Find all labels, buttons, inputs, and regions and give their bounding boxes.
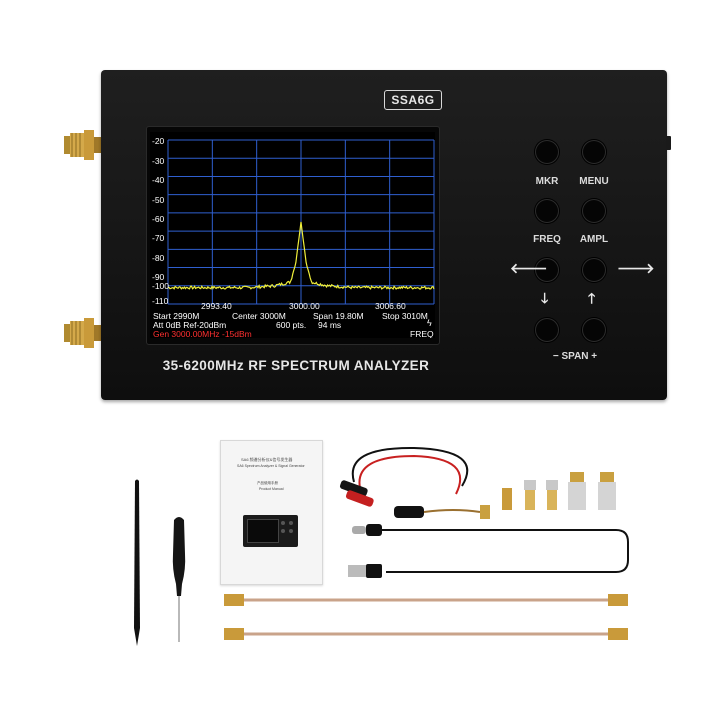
spectrum-plot — [167, 139, 435, 305]
sma-adapter-2 — [524, 480, 536, 510]
sma-adapter-4 — [568, 472, 586, 510]
span-minus-button[interactable] — [535, 318, 559, 342]
mkr-button[interactable] — [535, 140, 559, 164]
arrow-left-icon: 🡐 — [510, 260, 548, 276]
ampl-button[interactable] — [582, 199, 606, 223]
span-minus-label: − — [552, 351, 559, 362]
sma-connector-bottom — [64, 318, 102, 348]
freq-label: FREQ — [533, 234, 561, 245]
manual-subtitle-cn: 产品使用手册 — [257, 481, 278, 485]
generator-readout: Gen 3000.00MHz -15dBm — [153, 329, 252, 338]
menu-button[interactable] — [582, 140, 606, 164]
y-tick-label: -40 — [152, 175, 165, 185]
y-tick-label: -20 — [152, 136, 165, 146]
start-freq: Start 2990M — [153, 311, 200, 321]
x-tick-label: 3000.00 — [289, 301, 320, 311]
span-label-row: − SPAN + — [540, 351, 610, 362]
alligator-clip-cable — [339, 446, 490, 519]
span-plus-label: + — [591, 351, 598, 362]
manual-title-cn: SA6 频谱分析仪&信号发生器 — [241, 457, 293, 462]
stop-freq: Stop 3010M — [382, 311, 428, 321]
y-tick-label: -90 — [152, 272, 165, 282]
span-value: Span 19.80M — [313, 311, 364, 321]
usb-c-cable — [348, 524, 629, 578]
stylus — [134, 479, 140, 646]
ampl-label: AMPL — [579, 234, 609, 245]
side-switch[interactable] — [666, 136, 671, 150]
span-label: SPAN — [561, 351, 589, 362]
antenna-probe — [172, 517, 186, 642]
spectrum-screen: -20 -30 -40 -50 -60 -70 -80 -90 -100 -11… — [150, 132, 435, 338]
freq-button[interactable] — [535, 199, 559, 223]
att-ref: Att 0dB Ref-20dBm — [153, 320, 227, 330]
arrow-up-icon: 🡑 — [588, 290, 596, 306]
left-button[interactable] — [535, 258, 559, 282]
spectrum-trace — [167, 221, 435, 291]
manual-device-photo — [243, 515, 298, 547]
manual-title-en: SA6 Spectrum Analyzer & Signal Generator — [237, 464, 305, 468]
sma-adapter-3 — [546, 480, 558, 510]
bolt-icon: ϟ — [427, 318, 432, 328]
sma-connector-top — [64, 130, 102, 160]
right-button[interactable] — [582, 258, 606, 282]
manual-subtitle-en: Product Manual — [259, 487, 284, 491]
sma-adapter-5 — [598, 472, 616, 510]
product-manual: SA6 频谱分析仪&信号发生器 SA6 Spectrum Analyzer & … — [220, 440, 323, 585]
points-count: 600 pts. — [276, 320, 307, 330]
mkr-label: MKR — [535, 176, 559, 187]
mode-indicator: FREQ — [410, 329, 434, 338]
device-tagline: 35-6200MHz RF SPECTRUM ANALYZER — [162, 358, 430, 373]
x-tick-label: 2993.40 — [201, 301, 232, 311]
sma-adapter-1 — [502, 488, 512, 510]
span-plus-button[interactable] — [582, 318, 606, 342]
rf-cable-1 — [224, 594, 628, 606]
brand-logo: SSA6G — [384, 90, 442, 110]
x-tick-label: 3006.60 — [375, 301, 406, 311]
y-tick-label: -60 — [152, 214, 165, 224]
y-tick-label: -70 — [152, 233, 165, 243]
menu-label: MENU — [579, 176, 609, 187]
rf-cable-2 — [224, 628, 628, 640]
y-tick-label: -30 — [152, 156, 165, 166]
y-tick-label: -110 — [152, 296, 169, 306]
center-freq: Center 3000M — [232, 311, 286, 321]
y-tick-label: -80 — [152, 253, 165, 263]
y-tick-label: -100 — [152, 281, 170, 291]
arrow-down-icon: 🡓 — [541, 290, 549, 306]
sweep-time: 94 ms — [318, 320, 342, 330]
arrow-right-icon: 🡒 — [617, 260, 655, 276]
y-tick-label: -50 — [152, 195, 165, 205]
